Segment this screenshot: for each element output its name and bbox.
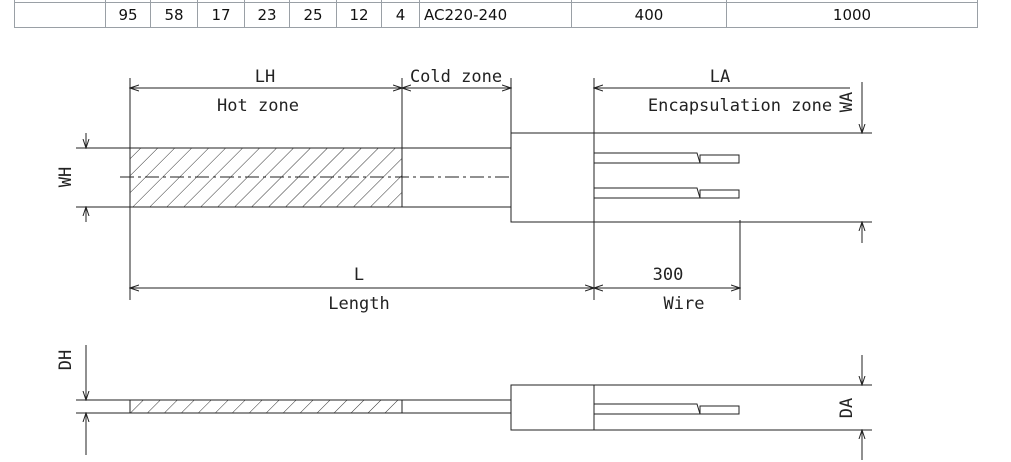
spec-table: 95 58 17 23 25 12 4 AC220-240 400 1000 [14, 0, 978, 28]
label-la: LA [710, 67, 730, 87]
table-cell-da: 4 [381, 2, 420, 28]
table-cell-l: 95 [105, 2, 151, 28]
label-hot-zone: Hot zone [217, 96, 299, 116]
label-da: DA [837, 398, 857, 418]
table-cell-la: 17 [197, 2, 245, 28]
encapsulation-block [510, 132, 595, 223]
table-row: 95 58 17 23 25 12 4 AC220-240 400 1000 [14, 2, 978, 28]
label-lh: LH [255, 67, 275, 87]
spec-table-wrap: 95 58 17 23 25 12 4 AC220-240 400 1000 [14, 0, 978, 28]
side-encapsulation-block [510, 384, 595, 431]
label-l: L [354, 265, 364, 285]
label-wa: WA [837, 92, 857, 112]
table-cell-wa: 25 [289, 2, 337, 28]
label-cold-zone: Cold zone [410, 67, 502, 87]
side-wire-strip [690, 403, 701, 415]
wire-1-strip [690, 152, 701, 164]
table-cell-lh: 58 [150, 2, 198, 28]
label-wire: Wire [664, 294, 705, 314]
label-wh: WH [56, 167, 76, 187]
label-encapsulation-zone: Encapsulation zone [648, 96, 832, 116]
label-wire-length: 300 [653, 265, 684, 285]
wire-2-strip [690, 187, 701, 199]
label-dh: DH [56, 350, 76, 370]
side-wire-tip [699, 405, 740, 415]
side-hot-zone-hatched [129, 399, 403, 414]
table-cell-wh: 23 [244, 2, 290, 28]
table-cell-power: 400 [571, 2, 727, 28]
table-cell-blank [14, 2, 106, 28]
table-cell-wire-length: 1000 [726, 2, 978, 28]
label-length: Length [328, 294, 389, 314]
wire-2-tip [699, 189, 740, 199]
wire-1-tip [699, 154, 740, 164]
